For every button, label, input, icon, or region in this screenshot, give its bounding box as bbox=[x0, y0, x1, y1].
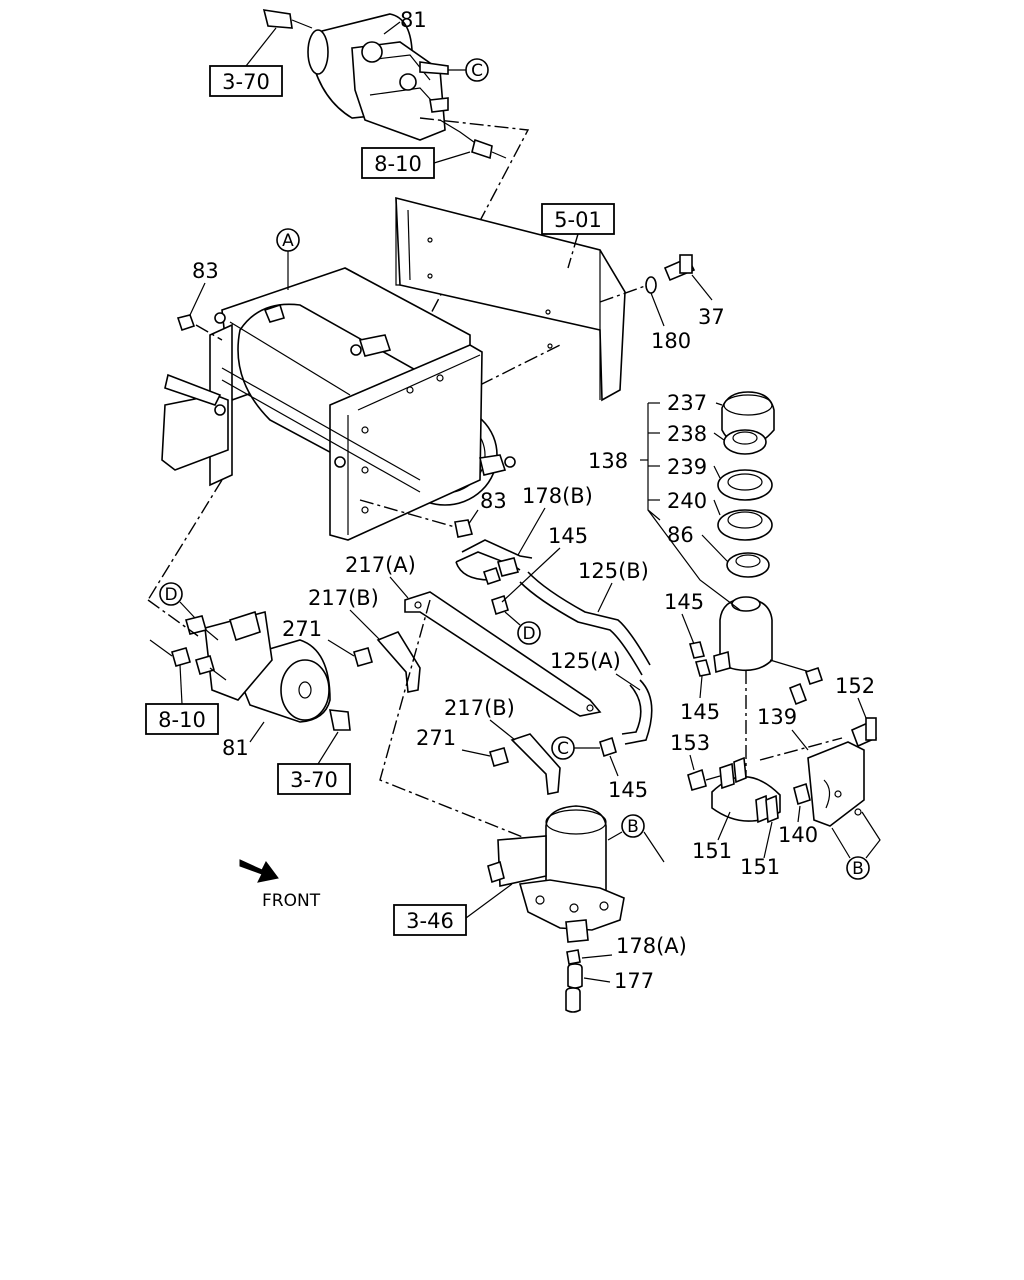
ref-3-70-bottom: 3-70 bbox=[290, 768, 338, 792]
part-153: 153 bbox=[670, 731, 710, 755]
ref-8-10-top: 8-10 bbox=[374, 152, 422, 176]
part-237: 237 bbox=[667, 391, 707, 415]
part-139: 139 bbox=[757, 705, 797, 729]
ref-8-10-bottom: 8-10 bbox=[158, 708, 206, 732]
part-217b-2: 217(B) bbox=[444, 696, 515, 720]
ref-3-70-top: 3-70 bbox=[222, 70, 270, 94]
part-145-b: 145 bbox=[664, 590, 704, 614]
ref-box-3-46[interactable]: 3-46 bbox=[393, 904, 467, 936]
svg-text:D: D bbox=[522, 624, 535, 644]
front-label: FRONT bbox=[262, 891, 321, 911]
ring-86 bbox=[726, 552, 770, 578]
part-151-2: 151 bbox=[740, 855, 780, 879]
part-145-a: 145 bbox=[548, 524, 588, 548]
callout-b-filter bbox=[621, 814, 645, 838]
part-217b-1: 217(B) bbox=[308, 586, 379, 610]
bolt-140 bbox=[793, 782, 811, 806]
bracket-217a bbox=[404, 591, 602, 717]
part-83-left: 83 bbox=[192, 259, 219, 283]
part-217a: 217(A) bbox=[345, 553, 416, 577]
ref-3-46: 3-46 bbox=[406, 909, 454, 933]
fitting-177 bbox=[567, 963, 583, 989]
part-239: 239 bbox=[667, 455, 707, 479]
hose-125b-outline1 bbox=[527, 571, 651, 666]
clamp-band-151 bbox=[711, 756, 781, 824]
air-dryer-bottom bbox=[149, 610, 351, 731]
clip-145-b bbox=[688, 641, 706, 659]
part-145-c: 145 bbox=[680, 700, 720, 724]
frame-rail bbox=[395, 196, 626, 402]
bolt-37 bbox=[663, 254, 696, 282]
callout-d-left bbox=[159, 582, 183, 606]
callout-b-right bbox=[846, 856, 870, 880]
svg-text:C: C bbox=[557, 739, 569, 759]
callout-d-mid bbox=[517, 621, 541, 645]
bracket-217b-lower bbox=[510, 733, 561, 795]
svg-text:B: B bbox=[852, 859, 864, 879]
svg-text:A: A bbox=[282, 231, 294, 251]
fitting-tube bbox=[565, 987, 581, 1013]
clip-145-d bbox=[599, 736, 617, 758]
nut-153 bbox=[687, 768, 707, 791]
svg-text:D: D bbox=[164, 585, 177, 605]
air-tank-assembly bbox=[161, 267, 516, 541]
part-145-d: 145 bbox=[608, 778, 648, 802]
nut-83-left bbox=[176, 314, 196, 332]
line-178b bbox=[461, 539, 533, 559]
part-81-bottom: 81 bbox=[222, 736, 249, 760]
ref-box-8-10-top[interactable]: 8-10 bbox=[361, 147, 435, 179]
part-37: 37 bbox=[698, 305, 725, 329]
ref-5-01: 5-01 bbox=[554, 208, 602, 232]
part-151-1: 151 bbox=[692, 839, 732, 863]
washer-180 bbox=[645, 276, 657, 294]
part-238: 238 bbox=[667, 422, 707, 446]
part-240: 240 bbox=[667, 489, 707, 513]
part-177: 177 bbox=[614, 969, 654, 993]
ref-box-8-10-bottom[interactable]: 8-10 bbox=[145, 703, 219, 735]
part-271-2: 271 bbox=[416, 726, 456, 750]
bolt-152 bbox=[850, 717, 878, 748]
ref-box-3-70-bottom[interactable]: 3-70 bbox=[277, 763, 351, 795]
nut-271-upper bbox=[353, 647, 373, 667]
part-125b: 125(B) bbox=[578, 559, 649, 583]
part-86: 86 bbox=[667, 523, 694, 547]
part-178a: 178(A) bbox=[616, 934, 687, 958]
reservoir-body bbox=[713, 596, 824, 706]
svg-text:C: C bbox=[471, 61, 483, 81]
ref-box-5-01[interactable]: 5-01 bbox=[541, 203, 615, 235]
part-178b: 178(B) bbox=[522, 484, 593, 508]
nut-271-lower bbox=[489, 747, 509, 767]
hose-125a-outline2 bbox=[621, 684, 642, 735]
bracket-217b-upper bbox=[376, 631, 421, 693]
part-83-mid: 83 bbox=[480, 489, 507, 513]
seal-238 bbox=[723, 429, 767, 455]
part-271-1: 271 bbox=[282, 617, 322, 641]
bracket-139 bbox=[807, 741, 865, 827]
svg-text:B: B bbox=[627, 817, 639, 837]
part-152: 152 bbox=[835, 674, 875, 698]
part-180: 180 bbox=[651, 329, 691, 353]
gasket-239 bbox=[717, 469, 773, 501]
ref-box-3-70-top[interactable]: 3-70 bbox=[209, 65, 283, 97]
part-138: 138 bbox=[588, 449, 628, 473]
hose-125b-outline2 bbox=[519, 581, 643, 676]
front-arrow-icon bbox=[239, 859, 279, 883]
air-dryer-top bbox=[262, 9, 507, 160]
nut-83-mid bbox=[454, 519, 474, 538]
part-125a: 125(A) bbox=[550, 649, 621, 673]
clip-145-c bbox=[694, 659, 712, 677]
part-81-top: 81 bbox=[400, 8, 427, 32]
hose-125a-outline1 bbox=[624, 679, 653, 745]
part-140: 140 bbox=[778, 823, 818, 847]
filter-assembly bbox=[487, 805, 625, 943]
fitting-178a bbox=[566, 949, 581, 965]
element-240 bbox=[717, 509, 773, 541]
